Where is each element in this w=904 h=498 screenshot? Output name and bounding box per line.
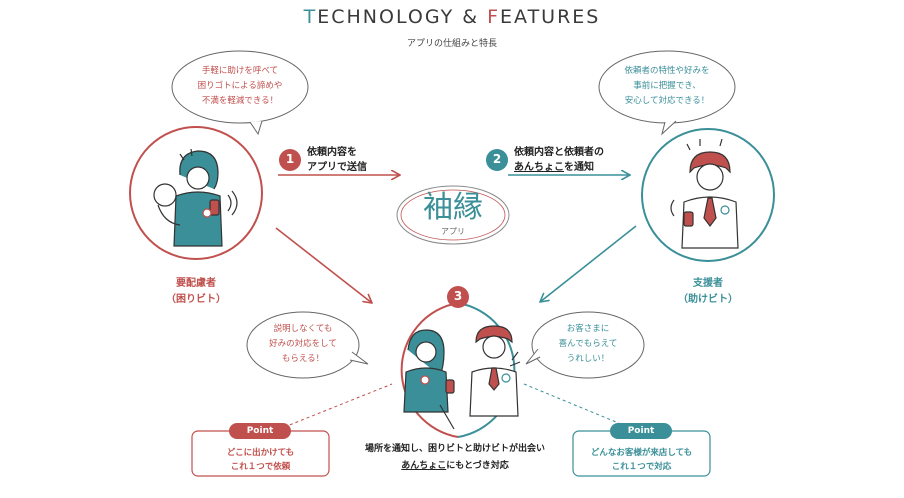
step1-badge <box>279 149 301 171</box>
point-left-text: どこに出かけてもこれ１つで依頼 <box>226 448 295 472</box>
step2-badge <box>486 149 508 171</box>
bubble-right-mid-text: お客さまに喜んでもらえてうれしい！ <box>558 324 618 364</box>
supporter-circle <box>641 128 775 262</box>
step2-label: 依頼内容と依頼者の あんちょこを通知 <box>514 147 604 173</box>
requester-illustration <box>153 148 238 247</box>
step2-number: 2 <box>492 152 502 166</box>
bubble-right-top <box>598 50 736 136</box>
supporter-illustration <box>670 138 739 249</box>
meeting-illustration <box>403 325 521 430</box>
bubble-right-top-text: 依頼者の特性や好みを事前に把握でき、安心して対応できる！ <box>624 66 710 106</box>
bubble-right-mid <box>525 311 645 379</box>
app-logo <box>396 185 510 245</box>
point-pill-right: Point <box>610 423 672 439</box>
bubble-left-mid-text: 説明しなくても好みの対応をしてもらえる！ <box>269 324 337 364</box>
app-logo-sub: アプリ <box>441 227 465 236</box>
dashed-connector-right <box>523 383 651 437</box>
step1-number: 1 <box>285 152 295 166</box>
page-subtitle: アプリの仕組みと特長 <box>406 39 497 49</box>
bubble-left-top <box>171 50 309 136</box>
page-title: TECHNOLOGY & FEATURES <box>303 6 601 28</box>
bottom-description: 場所を通知し、困りビトと助けビトが出会い あんちょこにもとづき対応 <box>364 444 545 471</box>
app-logo-main: 袖縁 <box>423 190 483 225</box>
point-right-text: どんなお客様が来店してもこれ１つで対応 <box>590 448 693 472</box>
step3-number: 3 <box>453 289 463 303</box>
requester-label: 要配慮者（困りビト） <box>166 278 226 305</box>
point-pill-left: Point <box>229 423 291 439</box>
bubble-left-mid <box>246 311 369 379</box>
dashed-connector-left <box>261 383 393 437</box>
step1-label: 依頼内容をアプリで送信 <box>307 147 367 173</box>
bubble-left-top-text: 手軽に助けを呼べて困りゴトによる諦めや不満を軽減できる！ <box>197 66 283 106</box>
requester-circle <box>129 126 263 260</box>
arrow-supporter-to-meeting <box>540 225 637 302</box>
supporter-label: 支援者（助けビト） <box>678 278 738 305</box>
arrow-requester-to-meeting <box>275 227 372 303</box>
meeting-circle <box>400 302 521 438</box>
step3-badge <box>447 286 469 308</box>
